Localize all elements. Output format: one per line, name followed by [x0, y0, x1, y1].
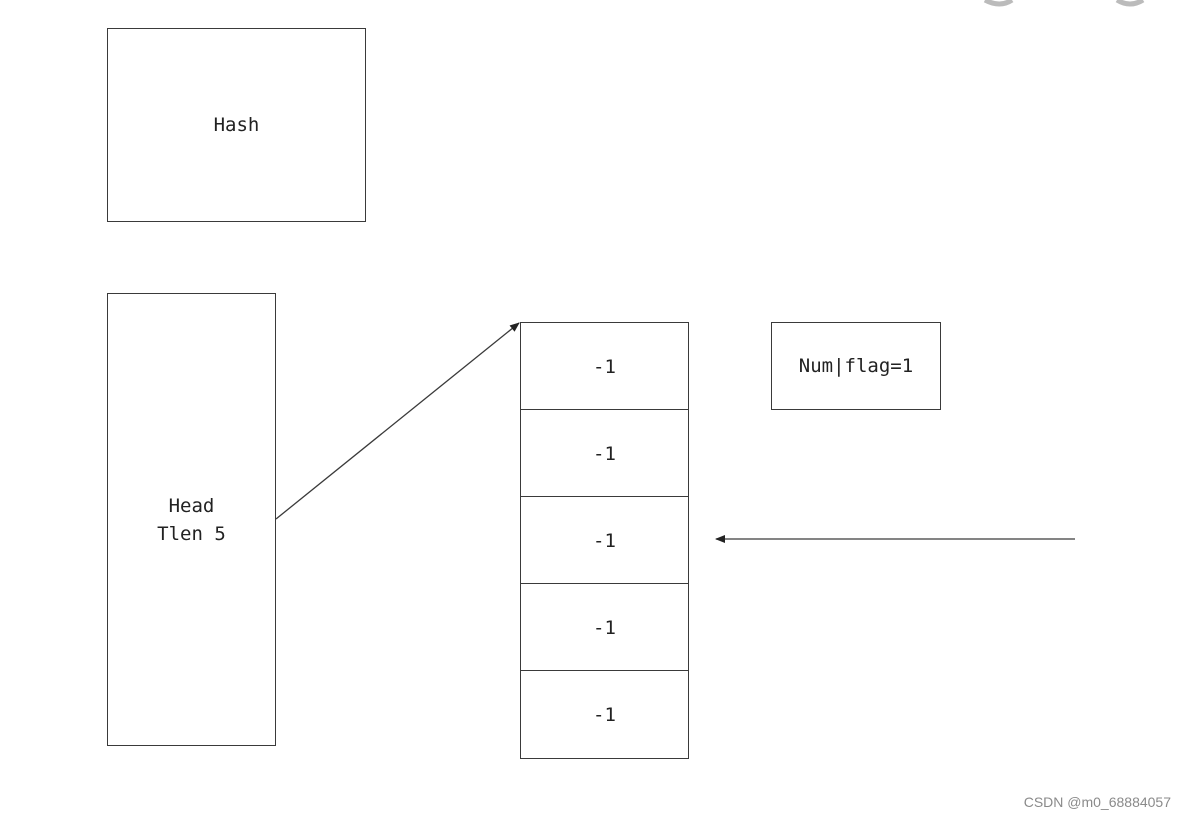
- cell-value: -1: [593, 703, 616, 726]
- cell-value: -1: [593, 442, 616, 465]
- array-cell: -1: [520, 670, 689, 759]
- hash-label: Hash: [213, 114, 260, 136]
- cell-value: -1: [593, 355, 616, 378]
- num-flag-label: Num|flag=1: [798, 355, 914, 377]
- head-label: Head: [168, 494, 215, 517]
- tlen-label: Tlen 5: [157, 522, 226, 545]
- watermark: CSDN @m0_68884057: [1023, 794, 1171, 810]
- cell-value: -1: [593, 529, 616, 552]
- hash-box: Hash: [107, 28, 366, 222]
- cropped-decoration: [983, 0, 1145, 7]
- array-cell: -1: [520, 496, 689, 585]
- num-flag-box: Num|flag=1: [771, 322, 941, 410]
- cell-value: -1: [593, 616, 616, 639]
- array-cell: -1: [520, 583, 689, 672]
- array-cell: -1: [520, 409, 689, 498]
- head-to-array-arrow: [275, 322, 520, 520]
- array-cell: -1: [520, 322, 689, 411]
- head-box: Head Tlen 5: [107, 293, 276, 746]
